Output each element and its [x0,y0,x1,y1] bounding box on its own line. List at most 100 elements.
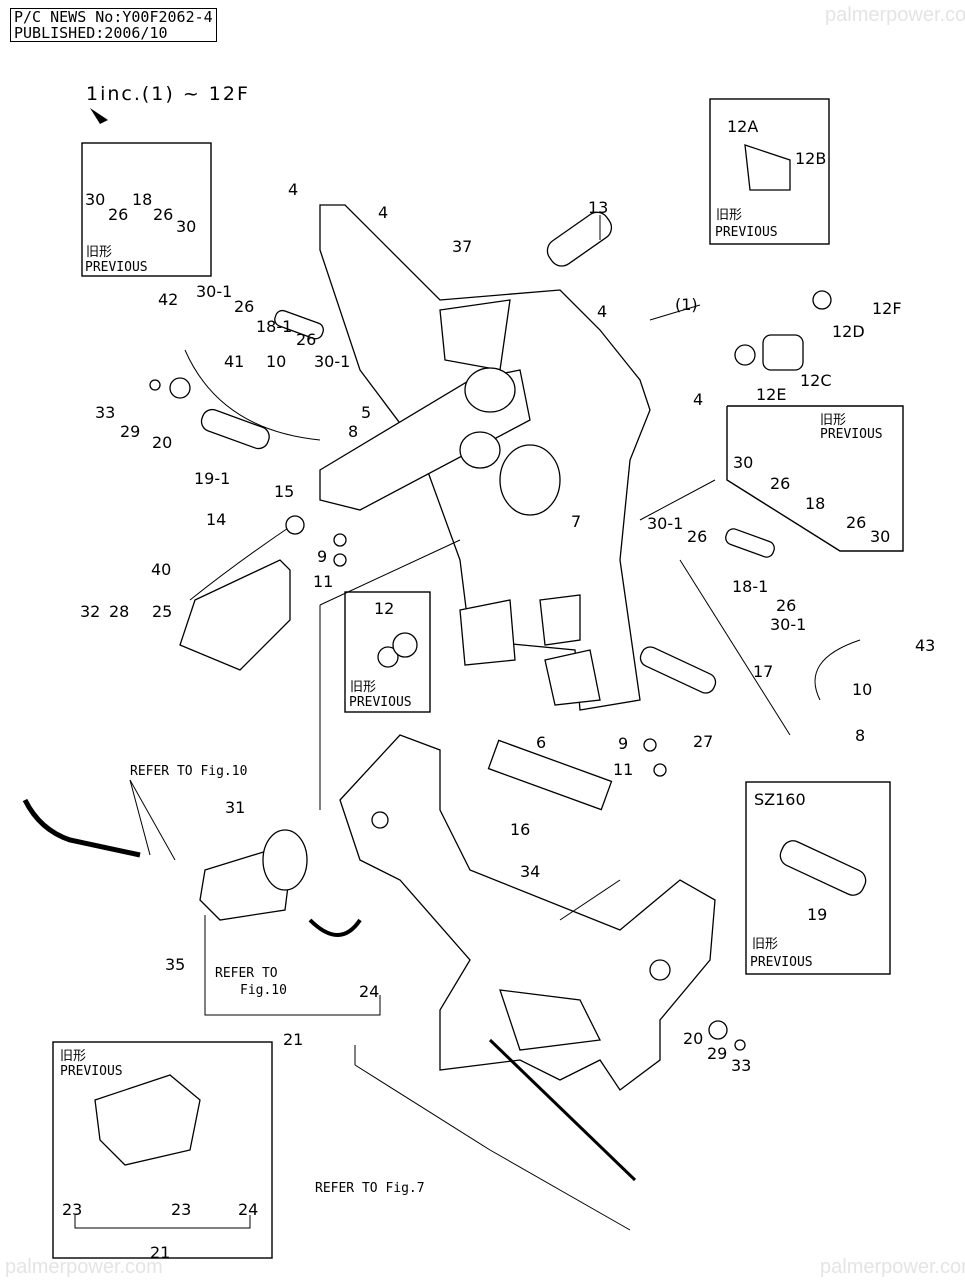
callout: 32 [80,602,100,621]
watermark-bottom-right: palmerpower.com [820,1256,965,1278]
leader-lines [74,215,791,1231]
callout: 17 [753,662,773,681]
callout-23: 23 [62,1200,82,1219]
lower-arm [339,734,716,1091]
callout: (1) [675,295,698,314]
callout: 30-1 [647,514,683,533]
callout: 26 [296,330,316,349]
callout: 21 [283,1030,303,1049]
previous-box-12 [344,591,431,713]
callout: 6 [536,733,546,752]
published-date: PUBLISHED:2006/10 [14,24,168,42]
callout: 30-1 [196,282,232,301]
callout: 19-1 [194,469,230,488]
callout: 8 [855,726,865,745]
callout-23: 23 [171,1200,191,1219]
callout: 20 [683,1029,703,1048]
previous-box-bottom [52,1041,273,1259]
callout: 35 [165,955,185,974]
callout-21: 21 [150,1243,170,1262]
previous-label: PREVIOUS [349,695,412,710]
callout: 26 [687,527,707,546]
callout: 14 [206,510,226,529]
callout: 12C [800,371,832,390]
scope-note: 1inc.(1) ~ 12F [86,83,250,105]
callout: 10 [852,680,872,699]
callout: 42 [158,290,178,309]
previous-box-top-left [81,142,212,277]
previous-box-12a [709,98,830,245]
callout: 4 [288,180,298,199]
callout-24: 24 [238,1200,258,1219]
callout: 9 [618,734,628,753]
callout: 9 [317,547,327,566]
reference-fig10: REFER TO Fig.10 [130,764,247,779]
callout: 11 [313,572,333,591]
callout-26: 26 [846,513,866,532]
callout: 30-1 [770,615,806,634]
callout: 12D [832,322,865,341]
callout-30: 30 [85,190,105,209]
callout: 4 [693,390,703,409]
callout-19: 19 [807,905,827,924]
callout: 18-1 [732,577,768,596]
callout: 7 [571,512,581,531]
arrow-marker-icon [90,108,108,124]
callout-12a: 12A [727,117,758,136]
callout: 37 [452,237,472,256]
callout: 31 [225,798,245,817]
callout: 5 [361,403,371,422]
callout: 11 [613,760,633,779]
callout: 30-1 [314,352,350,371]
callout: 20 [152,433,172,452]
callout-26: 26 [108,205,128,224]
callout: 43 [915,636,935,655]
callout: 10 [266,352,286,371]
callout-26: 26 [770,474,790,493]
previous-label: PREVIOUS [715,225,778,240]
callout: 13 [588,198,608,217]
previous-kanji: 旧形 [350,680,376,695]
watermark-top: palmerpower.com [825,4,965,26]
sz160-box [745,781,891,975]
callout: 8 [348,422,358,441]
callout-30: 30 [733,453,753,472]
callout: 18-1 [256,317,292,336]
callout-30: 30 [870,527,890,546]
previous-kanji: 旧形 [86,245,112,260]
news-number: P/C NEWS No:Y00F2062-4 [14,8,213,26]
callout-18: 18 [132,190,152,209]
callout: 12E [756,385,786,404]
callout: 26 [776,596,796,615]
reference-fig10-line2: Fig.10 [240,983,287,998]
callout: 26 [234,297,254,316]
parts [22,211,861,1182]
callout: 41 [224,352,244,371]
previous-kanji: 旧形 [716,208,742,223]
callout-30: 30 [176,217,196,236]
callouts: 4 4 13 37 (1) 4 4 30-1 26 18-1 26 30-1 4… [80,180,935,1075]
callout: 34 [520,862,540,881]
previous-label: PREVIOUS [85,260,148,275]
callout: 29 [707,1044,727,1063]
callout: 33 [731,1056,751,1075]
reference-fig7: REFER TO Fig.7 [315,1181,425,1196]
callout: 33 [95,403,115,422]
callout: 15 [274,482,294,501]
callout: 28 [109,602,129,621]
callout-12b: 12B [795,149,826,168]
callout: 16 [510,820,530,839]
callout: 12F [872,299,902,318]
watermark-bottom-left: palmerpower.com [5,1256,163,1278]
previous-kanji: 旧形 [752,937,778,952]
callout: 24 [359,982,379,1001]
previous-kanji: 旧形 [60,1049,86,1064]
reference-fig10-line1: REFER TO [215,966,278,981]
previous-box-right [726,405,904,552]
previous-label: PREVIOUS [750,955,813,970]
previous-label: PREVIOUS [820,427,883,442]
callout: 4 [597,302,607,321]
callout-26: 26 [153,205,173,224]
callout: 29 [120,422,140,441]
sz160-title: SZ160 [754,790,806,809]
